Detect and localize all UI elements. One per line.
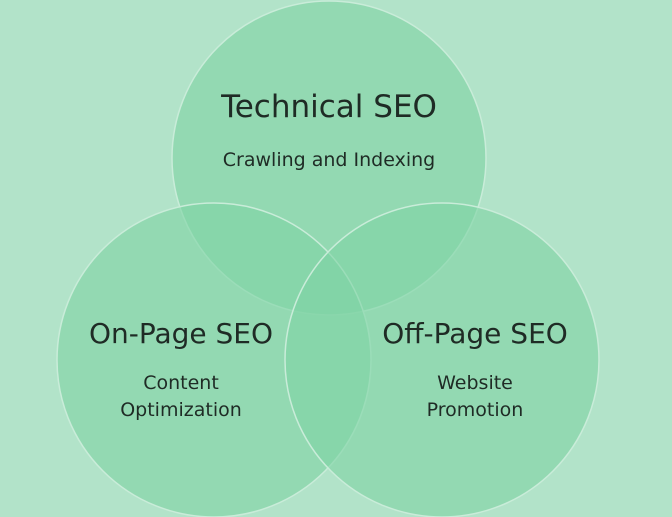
off-page-seo-subtitle-line-1: Website bbox=[437, 372, 513, 394]
on-page-seo-label: On-Page SEO Content Optimization bbox=[89, 317, 273, 421]
venn-circles bbox=[56, 0, 600, 517]
off-page-seo-subtitle-line-2: Promotion bbox=[427, 399, 524, 421]
technical-seo-subtitle: Crawling and Indexing bbox=[223, 149, 435, 171]
off-page-seo-title: Off-Page SEO bbox=[382, 317, 568, 350]
on-page-seo-subtitle-line-1: Content bbox=[143, 372, 219, 394]
on-page-seo-subtitle-line-2: Optimization bbox=[120, 399, 242, 421]
technical-seo-title: Technical SEO bbox=[220, 89, 437, 125]
on-page-seo-title: On-Page SEO bbox=[89, 317, 273, 350]
technical-seo-label: Technical SEO Crawling and Indexing bbox=[220, 89, 437, 171]
off-page-seo-circle bbox=[284, 202, 600, 517]
off-page-seo-label: Off-Page SEO Website Promotion bbox=[382, 317, 568, 421]
